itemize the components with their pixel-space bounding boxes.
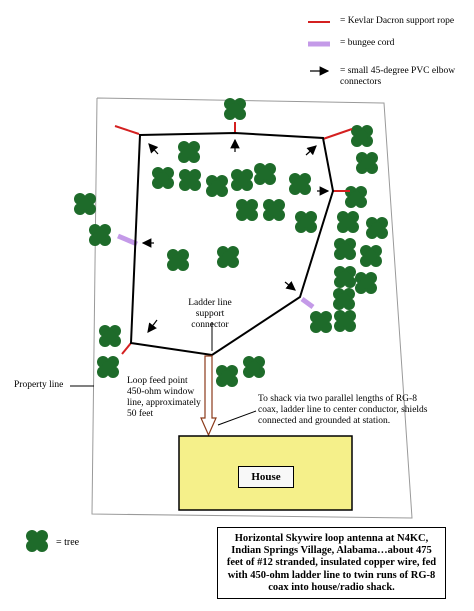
property-line	[91, 97, 413, 519]
tree-icon	[310, 311, 332, 333]
tree-icon	[216, 365, 238, 387]
tree-icon	[231, 169, 253, 191]
elbow-arrows	[141, 138, 330, 333]
tree-icon	[295, 211, 317, 233]
property-line-label: Property line	[14, 380, 64, 390]
tree-icon	[74, 193, 96, 215]
to-shack-pointer	[217, 410, 257, 426]
tree-icon	[356, 152, 378, 174]
tree-icon	[243, 356, 265, 378]
support-ropes	[114, 122, 353, 355]
tree-icon	[206, 175, 228, 197]
diagram-caption: Horizontal Skywire loop antenna at N4KC,…	[217, 527, 446, 599]
arrow-icon	[148, 143, 159, 155]
tree-icon	[99, 325, 121, 347]
tree-icon	[254, 163, 276, 185]
tree-icon	[217, 246, 239, 268]
tree-key-label: = tree	[56, 537, 80, 548]
skywire-loop	[129, 131, 335, 357]
tree-icon	[263, 199, 285, 221]
tree-icon	[179, 169, 201, 191]
ladder-line	[200, 355, 217, 437]
arrow-icon	[284, 281, 296, 291]
tree-icon	[334, 310, 356, 332]
legend-rope-label: = Kevlar Dacron support rope	[340, 16, 455, 26]
tree-icon	[167, 249, 189, 271]
feed-point-label: Loop feed point 450-ohm window line, app…	[127, 376, 201, 419]
tree-icon	[337, 211, 359, 233]
tree-icon	[334, 238, 356, 260]
bungee-cords	[117, 233, 315, 310]
arrow-icon	[305, 145, 317, 156]
ladder-support-label: Ladder line support connector	[188, 298, 232, 330]
arrow-icon	[147, 319, 158, 333]
tree-icon	[97, 356, 119, 378]
tree-icon	[224, 98, 246, 120]
tree-icon	[345, 186, 367, 208]
legend-bungee-label: = bungee cord	[340, 38, 395, 48]
tree-icon	[236, 199, 258, 221]
house-label: House	[238, 466, 294, 488]
tree-icon	[89, 224, 111, 246]
tree-icon	[289, 173, 311, 195]
tree-icon	[152, 167, 174, 189]
tree-icon	[26, 530, 48, 552]
tree-icon	[351, 125, 373, 147]
tree-icon	[360, 245, 382, 267]
tree-icon	[333, 288, 355, 310]
tree-icon	[178, 141, 200, 163]
tree-icon	[334, 266, 356, 288]
to-shack-label: To shack via two parallel lengths of RG-…	[258, 394, 428, 426]
tree-icon	[355, 272, 377, 294]
tree-icon	[366, 217, 388, 239]
legend-elbow-label: = small 45-degree PVC elbow connectors	[340, 66, 456, 87]
